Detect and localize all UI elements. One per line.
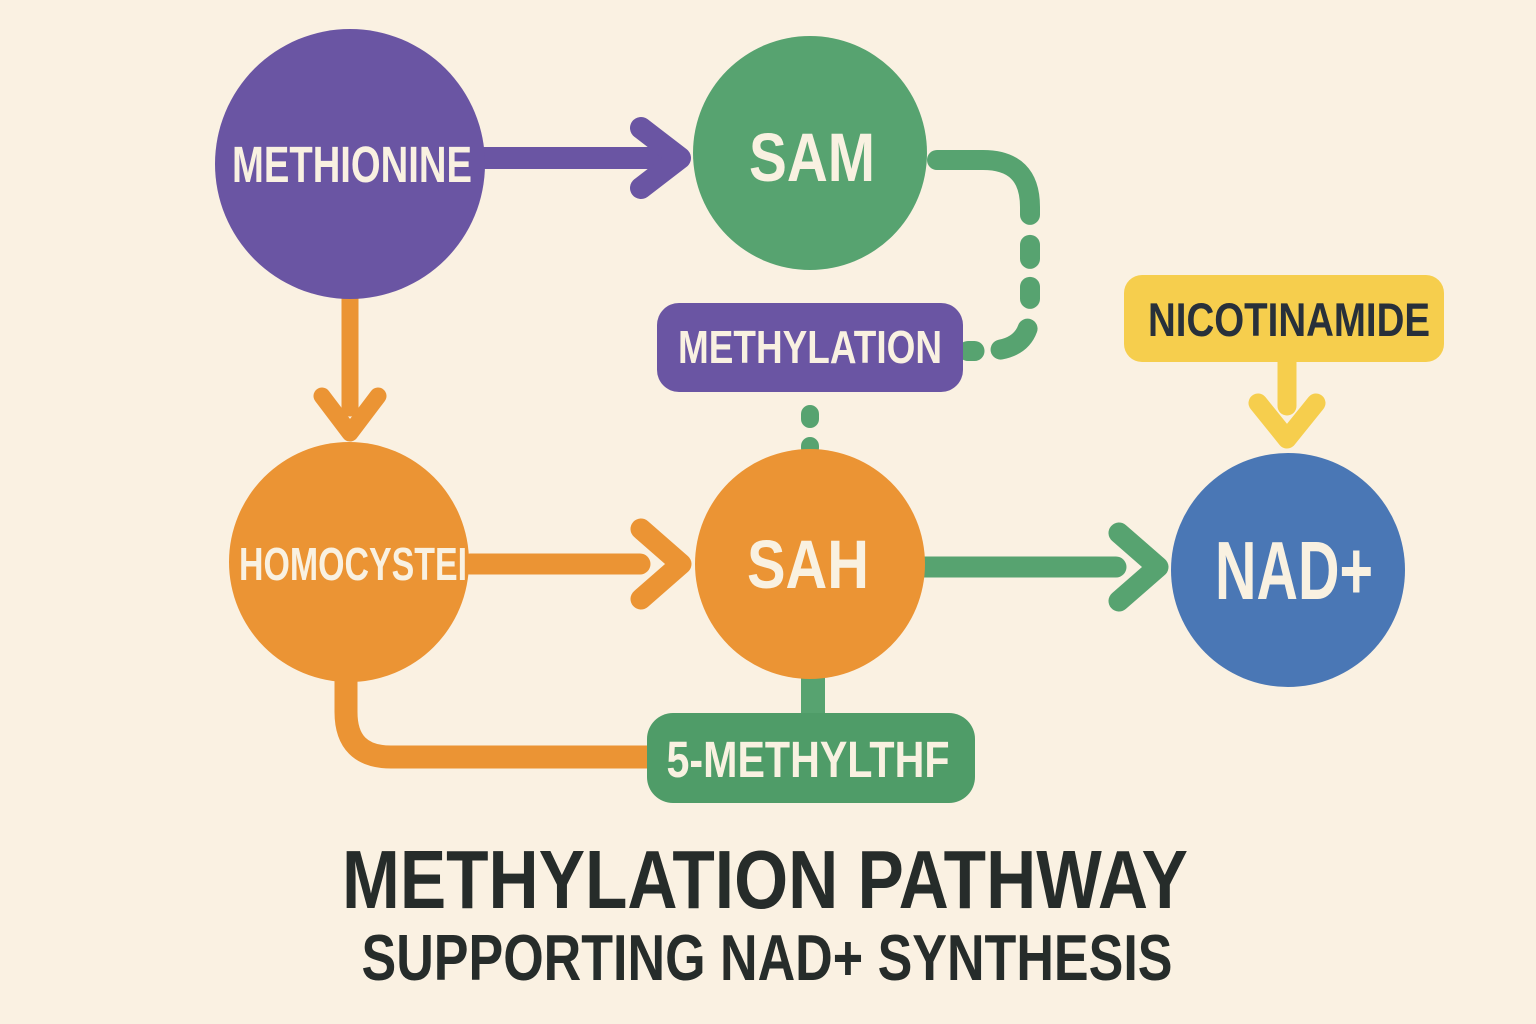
dashed-curve-sam-to-methylation	[927, 150, 1040, 361]
arrowhead-down-icon	[1248, 393, 1326, 449]
label-methylation: METHYLATION	[678, 321, 942, 373]
node-nad	[1171, 453, 1405, 687]
label-methionine: METHIONINE	[232, 136, 472, 193]
arrow-nicotinamide-to-nad	[1248, 346, 1326, 449]
node-methionine	[215, 29, 485, 299]
arrow-methionine-to-sam	[467, 117, 691, 199]
node-nicotinamide	[1124, 275, 1444, 362]
arrowhead-down-icon	[313, 387, 387, 442]
arrow-sah-to-nad	[911, 522, 1169, 612]
label-methylthf: 5-METHYLTHF	[667, 731, 950, 788]
arrow-methionine-to-homocysteine	[313, 285, 387, 442]
nodes	[215, 29, 1444, 803]
label-homocysteine: HOMOCYSTEI	[239, 538, 467, 590]
arrowhead-right-icon	[630, 117, 691, 199]
labels: METHIONINE SAM HOMOCYSTEI SAH NAD+ METHY…	[232, 119, 1430, 788]
arrowhead-right-icon	[630, 518, 692, 610]
node-methylation	[657, 303, 963, 392]
title-block: METHYLATION PATHWAY SUPPORTING NAD+ SYNT…	[342, 833, 1188, 994]
page-title: METHYLATION PATHWAY	[342, 833, 1188, 926]
node-methylthf	[647, 713, 975, 803]
label-sah: SAH	[747, 526, 869, 603]
node-homocysteine	[229, 442, 469, 682]
curve-homocysteine-to-methylthf	[334, 654, 664, 769]
page-subtitle: SUPPORTING NAD+ SYNTHESIS	[362, 921, 1173, 994]
node-sam	[693, 36, 927, 270]
node-sah	[695, 449, 925, 679]
label-sam: SAM	[749, 119, 875, 196]
arrow-homocysteine-to-sah	[459, 518, 692, 610]
label-nad: NAD+	[1215, 524, 1373, 617]
arrowhead-right-icon	[1108, 522, 1169, 612]
label-nicotinamide: NICOTINAMIDE	[1148, 293, 1430, 346]
